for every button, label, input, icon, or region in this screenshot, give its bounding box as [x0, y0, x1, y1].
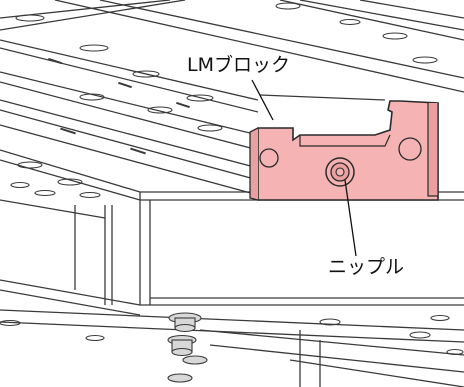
- leader-line-lm-block: [251, 79, 274, 121]
- lm-block: [249, 100, 439, 201]
- leader-lines: [251, 79, 357, 257]
- leader-line-nipple: [344, 179, 357, 257]
- nipple-fitting: [325, 157, 355, 187]
- rail-dashes: [48, 57, 190, 155]
- lower-frame: [0, 149, 464, 387]
- lm-block-label: LMブロック: [187, 54, 290, 76]
- upper-rail-assembly: [0, 0, 464, 196]
- bolt-stack: [167, 312, 208, 383]
- nipple-label: ニップル: [328, 256, 405, 278]
- bottom-holes: [0, 314, 464, 356]
- plate-holes: [10, 2, 438, 199]
